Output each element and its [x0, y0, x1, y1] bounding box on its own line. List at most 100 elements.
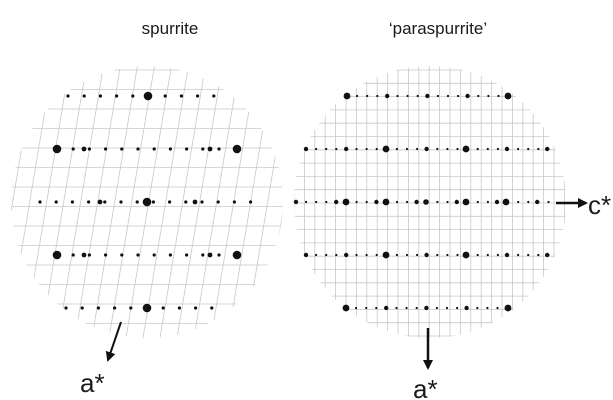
- diffraction-spot: [436, 200, 439, 204]
- diffraction-spot: [342, 198, 350, 206]
- diffraction-spot: [416, 147, 419, 151]
- diffraction-spot: [355, 200, 358, 204]
- diffraction-spot: [496, 306, 499, 310]
- diffraction-spot: [305, 200, 308, 204]
- diffraction-spot: [344, 146, 349, 152]
- panel-title-spurrite: spurrite: [142, 19, 199, 38]
- diffraction-spot: [456, 147, 459, 151]
- reciprocal-lattice-grid-spurrite: [11, 66, 283, 338]
- diffraction-spot: [487, 94, 490, 98]
- diffraction-spot: [527, 253, 530, 257]
- diffraction-spots-spurrite: [38, 91, 253, 313]
- panel-title-paraspurrite: ‘paraspurrite’: [389, 19, 487, 38]
- diffraction-spot: [517, 253, 520, 257]
- diffraction-spot: [52, 144, 62, 154]
- grid-line: [192, 66, 241, 338]
- diffraction-spot: [436, 147, 439, 151]
- diffraction-spot: [185, 253, 189, 257]
- c-star-label-paraspurrite: c*: [588, 190, 611, 220]
- diffraction-spot: [405, 147, 409, 151]
- diffraction-spot: [136, 253, 140, 257]
- diffraction-spot: [177, 306, 181, 310]
- diffraction-spot: [129, 306, 133, 310]
- diffraction-spot: [184, 200, 188, 204]
- diffraction-spot: [104, 147, 108, 151]
- diffraction-spot: [66, 94, 70, 98]
- diffraction-spot: [136, 147, 140, 151]
- diffraction-spot: [97, 199, 103, 205]
- diffraction-spot: [342, 304, 350, 312]
- diffraction-spot: [496, 147, 499, 151]
- diffraction-spot: [96, 306, 100, 310]
- diffraction-spot: [504, 304, 512, 312]
- diffraction-spot: [405, 253, 409, 257]
- diffraction-spot: [217, 147, 221, 151]
- diffraction-spot: [462, 198, 470, 206]
- diffraction-spot: [406, 200, 409, 204]
- diffraction-spots-paraspurrite: [293, 92, 550, 312]
- diffraction-spot: [396, 94, 399, 98]
- diffraction-spot: [185, 147, 189, 151]
- diffraction-spot: [80, 306, 84, 310]
- diffraction-spot: [527, 147, 530, 151]
- diffraction-spot: [104, 253, 108, 257]
- diffraction-spot: [504, 252, 510, 258]
- diffraction-spot: [52, 250, 62, 260]
- diffraction-spot: [120, 147, 124, 151]
- grid-line: [141, 66, 190, 338]
- diffraction-spot: [375, 306, 378, 310]
- diffraction-spot: [476, 306, 479, 310]
- diffraction-spot: [535, 199, 540, 205]
- diffraction-spot: [142, 303, 152, 313]
- diffraction-spot: [64, 306, 68, 310]
- diffraction-spot: [82, 94, 86, 98]
- diffraction-spot: [395, 147, 398, 151]
- diffraction-spot: [476, 147, 479, 151]
- grid-line: [158, 66, 207, 338]
- diffraction-spot: [406, 94, 409, 98]
- diffraction-spot: [395, 306, 398, 310]
- diffraction-spot: [152, 147, 156, 151]
- grid-line: [11, 66, 37, 338]
- diffraction-spot: [537, 253, 540, 257]
- diffraction-spot: [424, 305, 429, 311]
- diffraction-spot: [54, 200, 58, 204]
- diffraction-spot: [365, 147, 368, 151]
- diffraction-spot: [476, 200, 479, 204]
- diffraction-spot: [376, 94, 379, 98]
- diffraction-spot: [464, 305, 469, 311]
- diffraction-spot: [415, 306, 418, 310]
- panel-paraspurrite: ‘paraspurrite’ a* c*: [293, 19, 611, 400]
- diffraction-spot: [416, 94, 419, 98]
- diffraction-spot: [87, 253, 91, 257]
- diffraction-spot: [335, 147, 338, 151]
- diffraction-spot: [423, 199, 429, 205]
- diffraction-spot: [113, 306, 117, 310]
- diffraction-spot: [163, 94, 167, 98]
- diffraction-spot: [462, 251, 470, 259]
- diffraction-spot: [486, 147, 489, 151]
- grid-line: [56, 66, 105, 338]
- diffraction-spot: [446, 200, 449, 204]
- grid-line: [73, 66, 122, 338]
- diffraction-spot: [343, 92, 351, 100]
- a-star-label-paraspurrite: a*: [413, 374, 438, 400]
- diffraction-spot: [315, 253, 318, 257]
- diffraction-spot: [168, 200, 172, 204]
- diffraction-spot: [545, 252, 550, 258]
- diffraction-spot: [355, 253, 358, 257]
- diffraction-spot: [168, 147, 172, 151]
- diffraction-spot: [151, 200, 155, 204]
- panel-spurrite: spurrite a*: [11, 19, 283, 398]
- diffraction-spot: [142, 197, 152, 207]
- diffraction-spot: [232, 200, 236, 204]
- diffraction-spot: [335, 253, 338, 257]
- diffraction-spot: [384, 305, 389, 311]
- grid-line: [90, 66, 139, 338]
- diffraction-spot: [325, 147, 328, 151]
- diffraction-spot: [201, 147, 205, 151]
- diffraction-spot: [457, 94, 460, 98]
- diffraction-spot: [365, 200, 368, 204]
- diffraction-spot: [210, 306, 214, 310]
- diffraction-spot: [494, 199, 500, 205]
